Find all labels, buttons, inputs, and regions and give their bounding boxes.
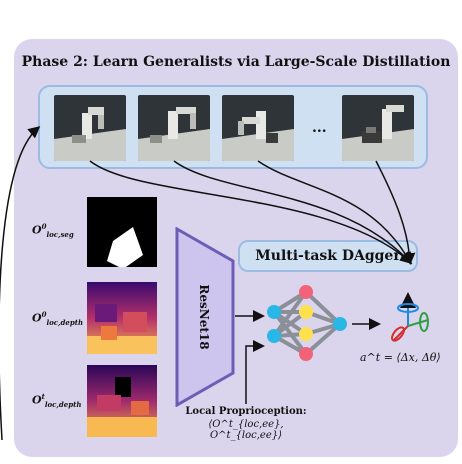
depth-map-icon — [87, 282, 157, 354]
proprio-title: Local Proprioception: — [185, 406, 307, 417]
phase-title: Phase 2: Learn Generalists via Large-Sca… — [21, 54, 451, 70]
segmentation-mask-icon — [87, 197, 157, 267]
rotation-axes-icon — [391, 292, 429, 342]
obs-label-depth-0: O0loc,depth — [32, 310, 84, 327]
robot-frame-icon — [138, 95, 210, 161]
depth-map-icon — [87, 365, 157, 437]
resnet-encoder — [175, 227, 235, 407]
neural-network-nodes — [267, 285, 347, 361]
action-label: a^t = ⟨Δx, Δθ⟩ — [360, 351, 441, 364]
frame-arrow-4 — [375, 160, 416, 265]
frame-arrow-2 — [173, 160, 413, 265]
ellipsis: ... — [312, 120, 327, 136]
frame-arrow-3 — [257, 160, 412, 265]
dagger-label-box: Multi-task DAgger — [238, 240, 418, 272]
obs-label-depth-t: Otloc,depth — [32, 392, 82, 409]
robot-frame-icon — [342, 95, 414, 161]
loop-arrow — [0, 126, 41, 441]
robot-frame-icon — [54, 95, 126, 161]
frame-arrow-1 — [89, 160, 413, 265]
robot-frame-icon — [222, 95, 294, 161]
proprio-math: ⟨O^t_{loc,ee}, O^t_{loc,ee}⟩ — [208, 419, 284, 441]
obs-label-seg: O0loc,seg — [32, 222, 74, 239]
proprio-arrow — [245, 340, 265, 404]
neural-network-icon — [272, 290, 342, 356]
